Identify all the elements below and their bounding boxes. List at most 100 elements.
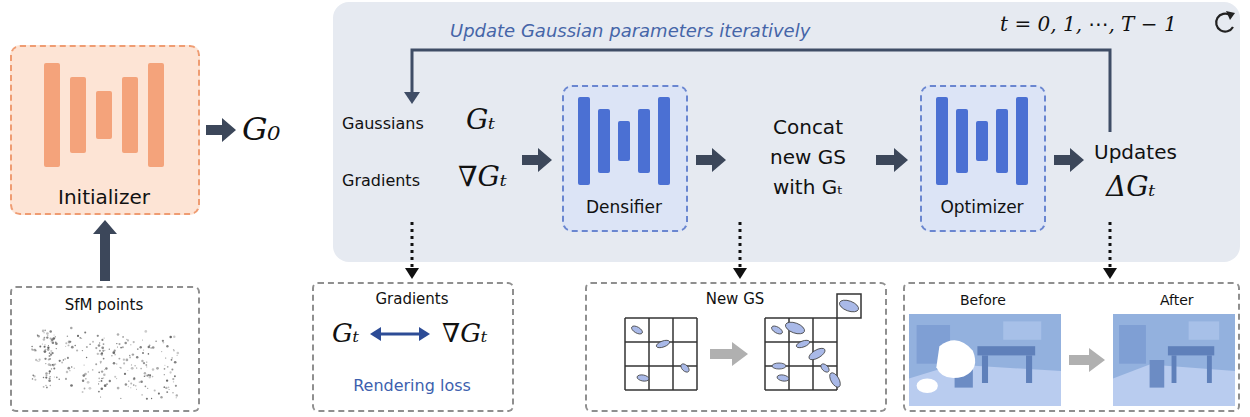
dotted-line bbox=[1109, 222, 1112, 269]
sfm-point bbox=[114, 354, 116, 356]
feedback-arrowhead bbox=[404, 92, 420, 104]
gaussian-ellipse bbox=[838, 298, 860, 314]
dotted-arrow bbox=[733, 222, 747, 279]
sfm-point bbox=[101, 388, 104, 391]
sfm-point bbox=[69, 370, 70, 371]
render-image bbox=[1113, 314, 1235, 406]
sfm-point bbox=[118, 358, 120, 360]
grid-line bbox=[765, 317, 837, 319]
text-slot: Initializer bbox=[12, 185, 196, 209]
block-arrow bbox=[710, 342, 748, 366]
sfm-point bbox=[95, 347, 97, 349]
new-gs-box: New GS bbox=[585, 282, 887, 412]
sfm-point bbox=[129, 355, 131, 357]
sfm-point bbox=[92, 369, 94, 371]
layer-bar bbox=[936, 97, 948, 185]
sfm-point bbox=[120, 398, 121, 399]
sfm-point bbox=[141, 394, 143, 396]
input-arrow bbox=[93, 220, 117, 281]
sfm-point bbox=[130, 387, 131, 388]
layer-bar bbox=[96, 91, 112, 139]
sfm-point bbox=[126, 339, 127, 340]
gaussian-ellipse bbox=[637, 374, 650, 382]
sfm-point bbox=[142, 352, 144, 354]
gaussian-ellipse bbox=[655, 339, 670, 349]
text-slot: SfM points bbox=[12, 296, 196, 314]
sfm-point bbox=[53, 368, 55, 370]
sfm-point bbox=[120, 347, 122, 349]
sfm-point bbox=[65, 342, 67, 344]
table-leg bbox=[1026, 355, 1032, 383]
sfm-point bbox=[89, 387, 92, 390]
sfm-point bbox=[101, 378, 103, 380]
sfm-point bbox=[128, 380, 129, 381]
sfm-point bbox=[130, 344, 132, 346]
box-title: Optimizer bbox=[922, 197, 1042, 217]
sfm-point bbox=[152, 368, 155, 371]
sfm-point bbox=[169, 336, 172, 339]
sfm-point bbox=[177, 352, 180, 355]
sfm-point bbox=[100, 362, 101, 363]
box-title: Gradients bbox=[314, 290, 510, 308]
sfm-point bbox=[50, 376, 51, 377]
box-title: New GS bbox=[587, 290, 883, 308]
sfm-point bbox=[48, 363, 51, 366]
table-leg bbox=[982, 355, 988, 383]
sfm-point bbox=[142, 339, 143, 340]
sfm-point bbox=[122, 346, 124, 348]
math-symbol: Gₜ bbox=[466, 103, 495, 137]
sfm-point bbox=[84, 373, 87, 376]
sfm-point bbox=[146, 374, 148, 376]
sfm-point bbox=[164, 374, 165, 375]
sfm-point bbox=[49, 352, 51, 354]
sfm-point bbox=[125, 383, 128, 386]
sfm-point bbox=[167, 366, 169, 368]
optimizer-box: Optimizer bbox=[920, 85, 1046, 232]
sfm-point bbox=[54, 363, 56, 365]
sfm-point bbox=[127, 339, 129, 341]
sfm-point bbox=[127, 370, 128, 371]
sfm-point bbox=[100, 396, 101, 397]
text-slot: Gₜ bbox=[466, 103, 495, 137]
grid-cell bbox=[837, 294, 861, 318]
sfm-point bbox=[118, 343, 120, 345]
sfm-point bbox=[116, 363, 118, 365]
before-after-box: Before After bbox=[903, 282, 1240, 412]
sfm-point bbox=[99, 342, 100, 343]
sfm-point bbox=[44, 337, 46, 339]
image-title: Before bbox=[960, 292, 1006, 309]
sfm-point bbox=[59, 360, 61, 362]
table bbox=[977, 346, 1035, 355]
gaussian-ellipse bbox=[807, 346, 827, 362]
sfm-point bbox=[46, 332, 49, 335]
sfm-point bbox=[173, 335, 175, 337]
sfm-point bbox=[98, 383, 99, 384]
sfm-point bbox=[120, 367, 122, 369]
sfm-point bbox=[169, 371, 171, 373]
sfm-point bbox=[44, 350, 47, 353]
sfm-point bbox=[171, 369, 173, 371]
text-slot: After bbox=[1160, 292, 1194, 309]
sfm-point bbox=[45, 363, 46, 364]
sfm-point bbox=[164, 368, 166, 370]
sfm-point bbox=[176, 355, 177, 356]
table bbox=[1168, 346, 1214, 355]
sfm-point bbox=[101, 380, 103, 382]
grid-line bbox=[625, 389, 697, 391]
sfm-point bbox=[123, 359, 125, 361]
sfm-point bbox=[51, 368, 52, 369]
math-symbol: ∇Gₜ bbox=[442, 318, 487, 349]
sfm-point bbox=[39, 359, 41, 361]
sfm-point bbox=[79, 337, 81, 339]
sfm-point bbox=[66, 371, 69, 374]
grid-line bbox=[765, 389, 837, 391]
sfm-point bbox=[137, 348, 139, 350]
sfm-point bbox=[160, 396, 162, 398]
gaussian-ellipse bbox=[630, 324, 643, 335]
image-title: After bbox=[1160, 292, 1194, 309]
sfm-point bbox=[123, 362, 125, 364]
sfm-point bbox=[50, 385, 52, 387]
sfm-point bbox=[148, 353, 150, 355]
block-arrow bbox=[696, 148, 726, 172]
sfm-point bbox=[97, 335, 99, 337]
